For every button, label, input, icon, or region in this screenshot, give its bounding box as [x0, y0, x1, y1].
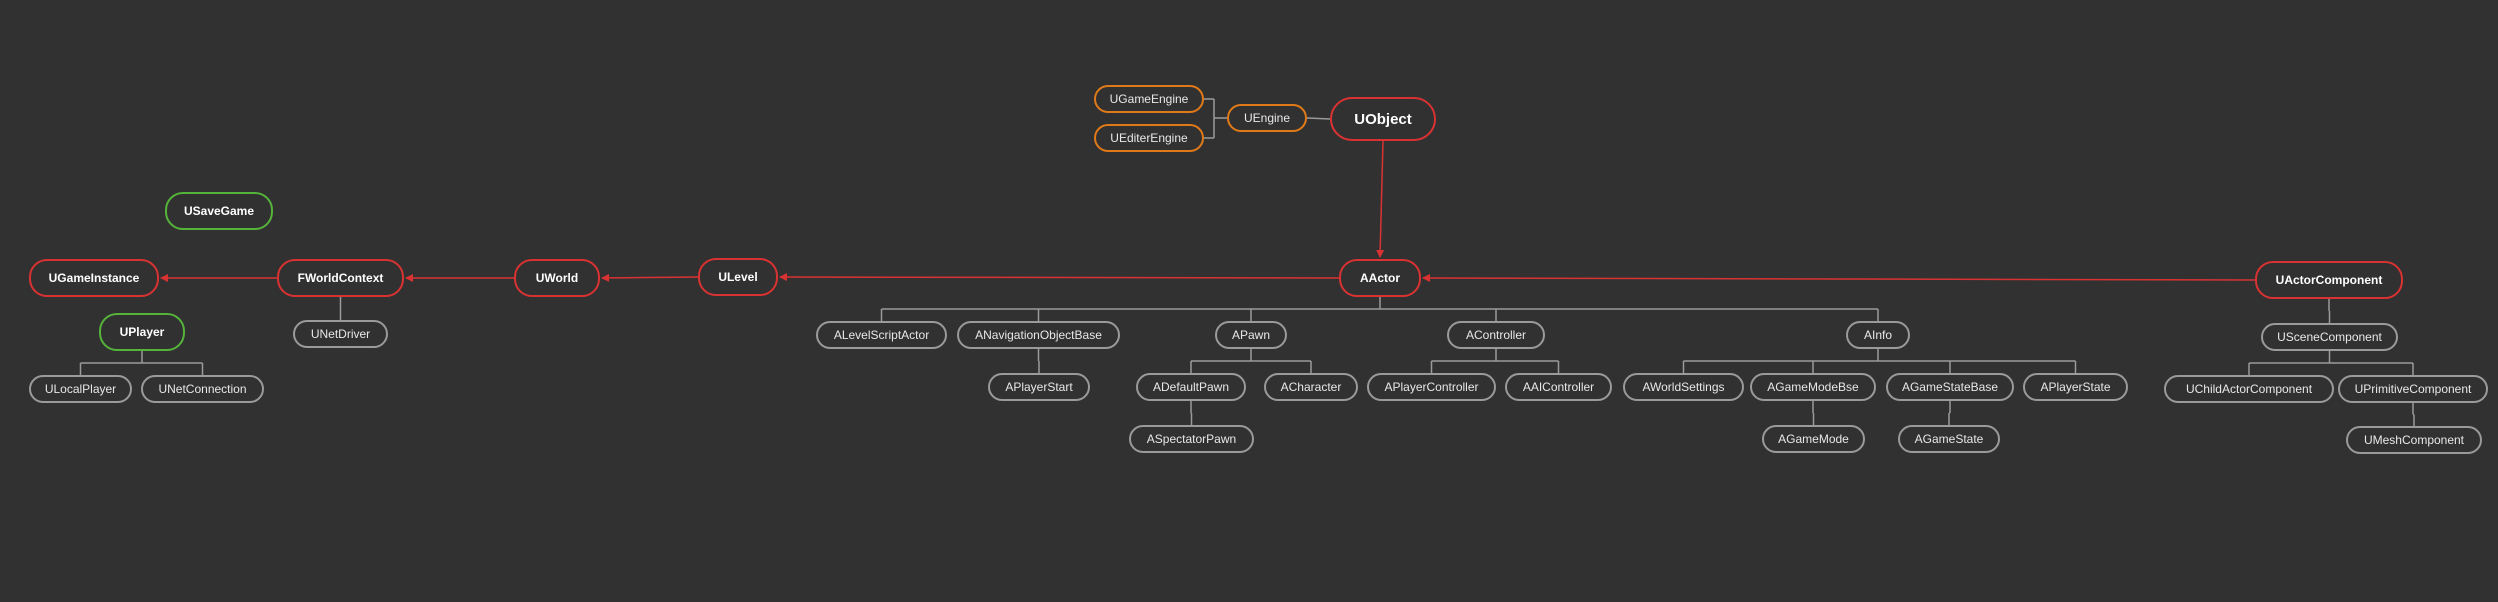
node-uplayer[interactable]: UPlayer [99, 313, 185, 351]
node-acontroller[interactable]: AController [1447, 321, 1545, 349]
node-aplayerstart[interactable]: APlayerStart [988, 373, 1090, 401]
node-aplayerstate[interactable]: APlayerState [2023, 373, 2128, 401]
node-uprimitivecomponent[interactable]: UPrimitiveComponent [2338, 375, 2488, 403]
node-fworldcontext[interactable]: FWorldContext [277, 259, 404, 297]
node-uobject[interactable]: UObject [1330, 97, 1436, 141]
node-ulevel[interactable]: ULevel [698, 258, 778, 296]
node-uediterengine[interactable]: UEditerEngine [1094, 124, 1204, 152]
engine-link [1306, 117, 1331, 120]
node-acharacter[interactable]: ACharacter [1264, 373, 1358, 401]
arrow-aactor-to-ulevel [779, 273, 1340, 282]
node-agamestatebase[interactable]: AGameStateBase [1886, 373, 2014, 401]
node-aworldsettings[interactable]: AWorldSettings [1623, 373, 1744, 401]
node-usavegame[interactable]: USaveGame [165, 192, 273, 230]
node-aactor[interactable]: AActor [1339, 259, 1421, 297]
node-agamestate[interactable]: AGameState [1898, 425, 2000, 453]
node-uchildactorcomponent[interactable]: UChildActorComponent [2164, 375, 2334, 403]
node-alevelscriptactor[interactable]: ALevelScriptActor [816, 321, 947, 349]
node-agamemodebse[interactable]: AGameModeBse [1750, 373, 1876, 401]
node-ainfo[interactable]: AInfo [1846, 321, 1910, 349]
arrow-uactorcomponent-to-aactor [1422, 274, 2256, 283]
arrow-ulevel-to-uworld [601, 273, 699, 282]
node-ulocalplayer[interactable]: ULocalPlayer [29, 375, 132, 403]
node-agamemode[interactable]: AGameMode [1762, 425, 1865, 453]
node-unetdriver[interactable]: UNetDriver [293, 320, 388, 348]
node-aaicontroller[interactable]: AAIController [1505, 373, 1612, 401]
arrow-uobject-to-aactor [1376, 140, 1385, 258]
node-uactorcomponent[interactable]: UActorComponent [2255, 261, 2403, 299]
node-uscenecomponent[interactable]: USceneComponent [2261, 323, 2398, 351]
node-aplayercontroller[interactable]: APlayerController [1367, 373, 1496, 401]
node-aspectatorpawn[interactable]: ASpectatorPawn [1129, 425, 1254, 453]
node-adefaultpawn[interactable]: ADefaultPawn [1136, 373, 1246, 401]
node-ugameinstance[interactable]: UGameInstance [29, 259, 159, 297]
node-uengine[interactable]: UEngine [1227, 104, 1307, 132]
node-umeshcomponent[interactable]: UMeshComponent [2346, 426, 2482, 454]
node-uworld[interactable]: UWorld [514, 259, 600, 297]
node-apawn[interactable]: APawn [1215, 321, 1287, 349]
node-unetconnection[interactable]: UNetConnection [141, 375, 264, 403]
node-ugameengine[interactable]: UGameEngine [1094, 85, 1204, 113]
node-anavigationobjectbase[interactable]: ANavigationObjectBase [957, 321, 1120, 349]
